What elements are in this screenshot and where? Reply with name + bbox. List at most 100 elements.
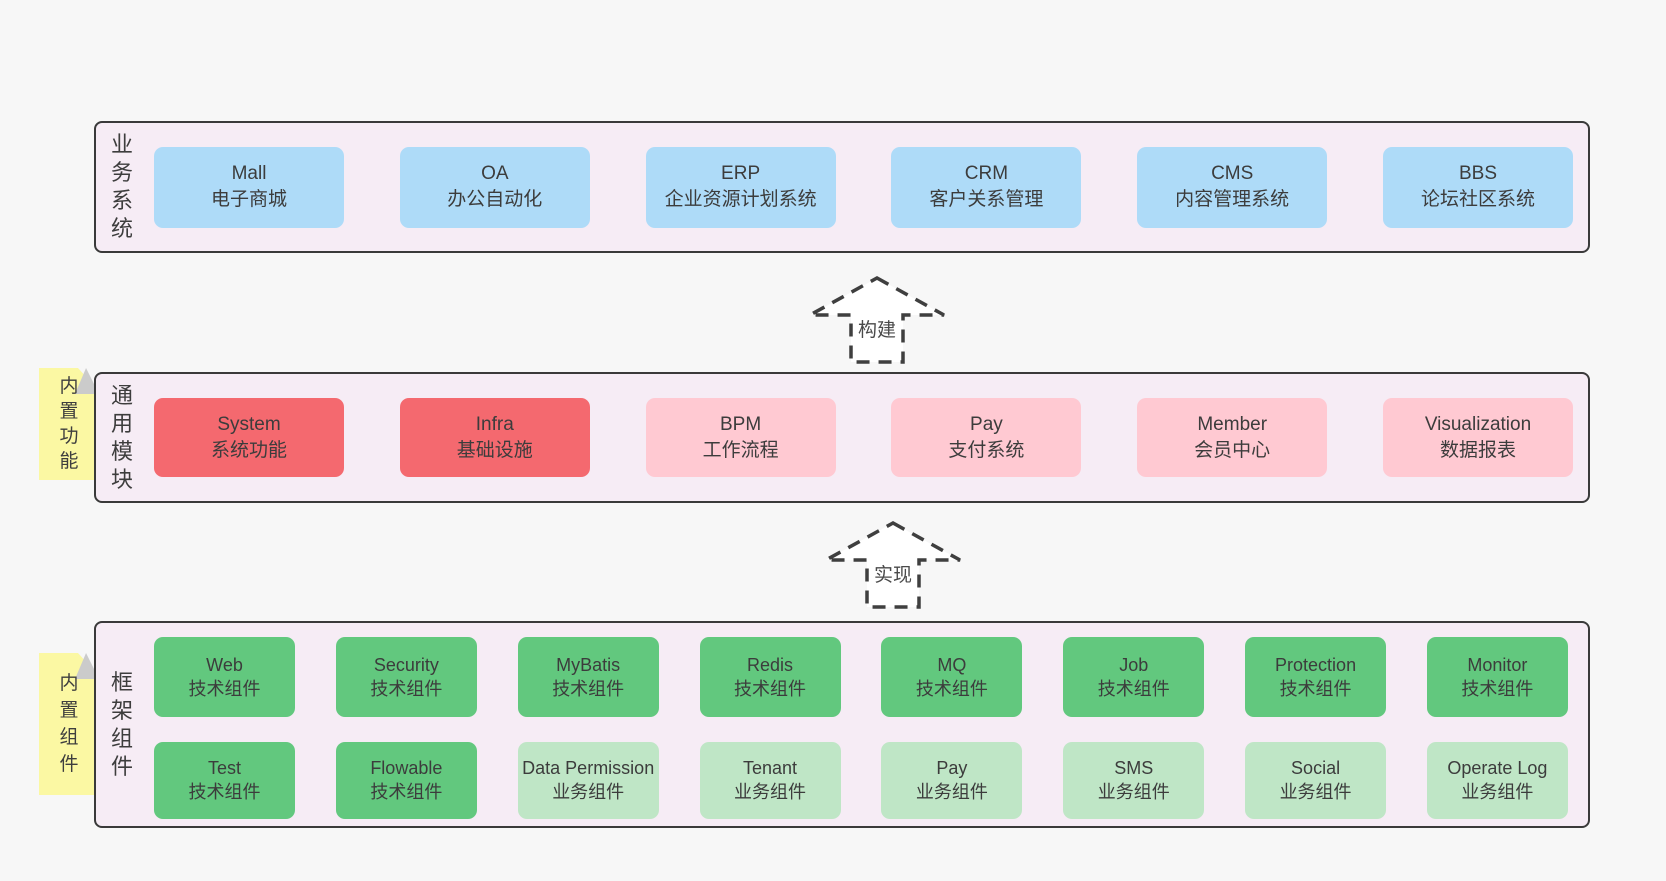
section-business-systems: 业务系统 Mall 电子商城 OA 办公自动化 ERP 企业资源计划系统 CRM… <box>94 121 1590 253</box>
box-title: Social <box>1291 758 1341 778</box>
section-title: 业务系统 <box>110 132 133 241</box>
box-title: Operate Log <box>1447 758 1548 778</box>
box-visualization: Visualization 数据报表 <box>1382 398 1573 477</box>
component-row-2: Test 技术组件 Flowable 技术组件 Data Permission … <box>154 741 1568 819</box>
box-subtitle: 企业资源计划系统 <box>664 189 817 210</box>
sticky-built-in-components: 内置组件 <box>39 653 99 795</box>
box-subtitle: 内容管理系统 <box>1175 189 1290 210</box>
box-member: Member 会员中心 <box>1137 398 1328 477</box>
box-title: Flowable <box>370 758 443 778</box>
section-label-column: 业务系统 <box>96 123 148 251</box>
box-job: Job 技术组件 <box>1063 636 1205 717</box>
box-subtitle: 数据报表 <box>1439 439 1516 461</box>
box-title: Pay <box>936 758 968 778</box>
box-title: Visualization <box>1424 413 1532 435</box>
box-subtitle: 业务组件 <box>734 782 807 802</box>
section-title: 通用模块 <box>110 382 133 492</box>
sticky-label: 内置功能 <box>59 376 79 472</box>
box-title: Protection <box>1275 654 1357 675</box>
box-subtitle: 技术组件 <box>370 678 443 699</box>
box-title: Tenant <box>743 758 798 778</box>
box-pay-system: Pay 支付系统 <box>891 398 1082 477</box>
section-framework-components: 框架组件 Web 技术组件 Security 技术组件 MyBatis 技术组件… <box>94 621 1590 828</box>
box-sms: SMS 业务组件 <box>1063 741 1205 819</box>
box-subtitle: 业务组件 <box>915 782 988 802</box>
box-title: Web <box>206 654 243 675</box>
box-title: Test <box>207 758 241 778</box>
box-infra: Infra 基础设施 <box>399 398 590 477</box>
box-subtitle: 技术组件 <box>1461 678 1534 699</box>
section-label-column: 通用模块 <box>96 374 148 501</box>
box-subtitle: 技术组件 <box>552 678 625 699</box>
box-title: SMS <box>1114 758 1154 778</box>
box-oa: OA 办公自动化 <box>399 146 590 228</box>
box-title: BBS <box>1458 163 1497 184</box>
box-title: BPM <box>720 413 762 435</box>
box-monitor: Monitor 技术组件 <box>1426 636 1568 717</box>
arrow-implement-label: 实现 <box>871 560 915 587</box>
box-tenant: Tenant 业务组件 <box>699 741 841 819</box>
box-subtitle: 技术组件 <box>1279 678 1352 699</box>
sticky-built-in-features: 内置功能 <box>39 368 99 480</box>
box-test: Test 技术组件 <box>154 741 295 819</box>
box-subtitle: 业务组件 <box>552 782 625 802</box>
box-mybatis: MyBatis 技术组件 <box>517 636 659 717</box>
section-common-modules: 通用模块 System 系统功能 Infra 基础设施 BPM 工作流程 Pay… <box>94 372 1590 503</box>
box-bbs: BBS 论坛社区系统 <box>1382 146 1573 228</box>
box-title: Job <box>1119 654 1149 675</box>
box-cms: CMS 内容管理系统 <box>1137 146 1328 228</box>
box-mall: Mall 电子商城 <box>154 146 344 228</box>
box-subtitle: 技术组件 <box>734 678 807 699</box>
box-subtitle: 业务组件 <box>1097 782 1170 802</box>
box-subtitle: 技术组件 <box>188 782 261 802</box>
box-title: Member <box>1197 413 1268 435</box>
box-subtitle: 技术组件 <box>1097 678 1170 699</box>
section-label-column: 框架组件 <box>96 623 148 826</box>
box-title: System <box>217 413 281 435</box>
box-subtitle: 业务组件 <box>1279 782 1352 802</box>
box-title: Redis <box>747 654 794 675</box>
box-subtitle: 论坛社区系统 <box>1420 189 1535 210</box>
box-title: Security <box>373 654 439 675</box>
box-protection: Protection 技术组件 <box>1245 636 1387 717</box>
box-operate-log: Operate Log 业务组件 <box>1426 741 1568 819</box>
box-title: MQ <box>937 654 967 675</box>
box-subtitle: 技术组件 <box>915 678 988 699</box>
box-redis: Redis 技术组件 <box>699 636 841 717</box>
box-title: ERP <box>721 163 761 184</box>
module-box-row: System 系统功能 Infra 基础设施 BPM 工作流程 Pay 支付系统… <box>148 374 1588 501</box>
box-subtitle: 工作流程 <box>702 439 779 461</box>
box-social: Social 业务组件 <box>1245 741 1387 819</box>
section-title: 框架组件 <box>110 669 133 779</box>
component-grid: Web 技术组件 Security 技术组件 MyBatis 技术组件 Redi… <box>148 623 1588 826</box>
box-subtitle: 业务组件 <box>1461 782 1534 802</box>
box-title: MyBatis <box>556 654 621 675</box>
box-subtitle: 基础设施 <box>456 439 533 461</box>
box-system: System 系统功能 <box>154 398 344 477</box>
box-security: Security 技术组件 <box>335 636 477 717</box>
box-title: CRM <box>964 163 1009 184</box>
box-subtitle: 办公自动化 <box>447 189 543 210</box>
box-title: Mall <box>231 163 267 184</box>
box-subtitle: 系统功能 <box>210 439 287 461</box>
box-title: OA <box>481 163 509 184</box>
box-data-permission: Data Permission 业务组件 <box>517 741 659 819</box>
box-subtitle: 支付系统 <box>948 439 1025 461</box>
box-title: Pay <box>970 413 1003 435</box>
box-subtitle: 技术组件 <box>188 678 261 699</box>
box-title: Infra <box>475 413 514 435</box>
box-flowable: Flowable 技术组件 <box>335 741 477 819</box>
box-subtitle: 会员中心 <box>1194 439 1271 461</box>
box-title: Monitor <box>1467 654 1528 675</box>
box-bpm: BPM 工作流程 <box>645 398 836 477</box>
box-subtitle: 技术组件 <box>370 782 443 802</box>
box-crm: CRM 客户关系管理 <box>891 146 1082 228</box>
box-subtitle: 客户关系管理 <box>929 189 1044 210</box>
arrow-build: 构建 <box>807 275 947 365</box>
box-erp: ERP 企业资源计划系统 <box>645 146 836 228</box>
box-title: Data Permission <box>522 758 655 778</box>
box-web: Web 技术组件 <box>154 636 295 717</box>
sticky-label: 内置组件 <box>59 673 79 775</box>
box-title: CMS <box>1211 163 1254 184</box>
